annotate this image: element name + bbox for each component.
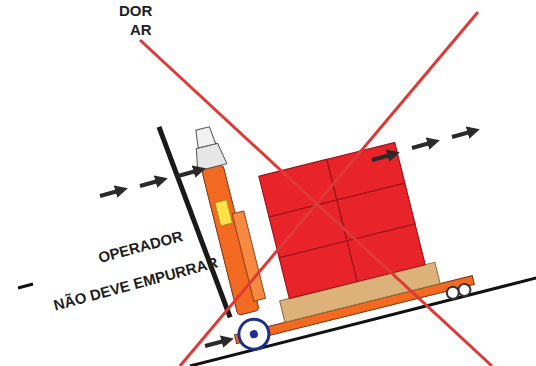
prohibition-cross [140, 12, 492, 366]
warning-text: NÃO DEVE EMPURRAR [51, 254, 218, 312]
load-boxes [259, 142, 425, 298]
ground-fragment [18, 284, 33, 288]
warning-text: DOR [119, 3, 152, 18]
pallet-jack [159, 62, 477, 359]
warning-text: AR [130, 22, 152, 37]
warning-text: OPERADOR [96, 228, 184, 265]
